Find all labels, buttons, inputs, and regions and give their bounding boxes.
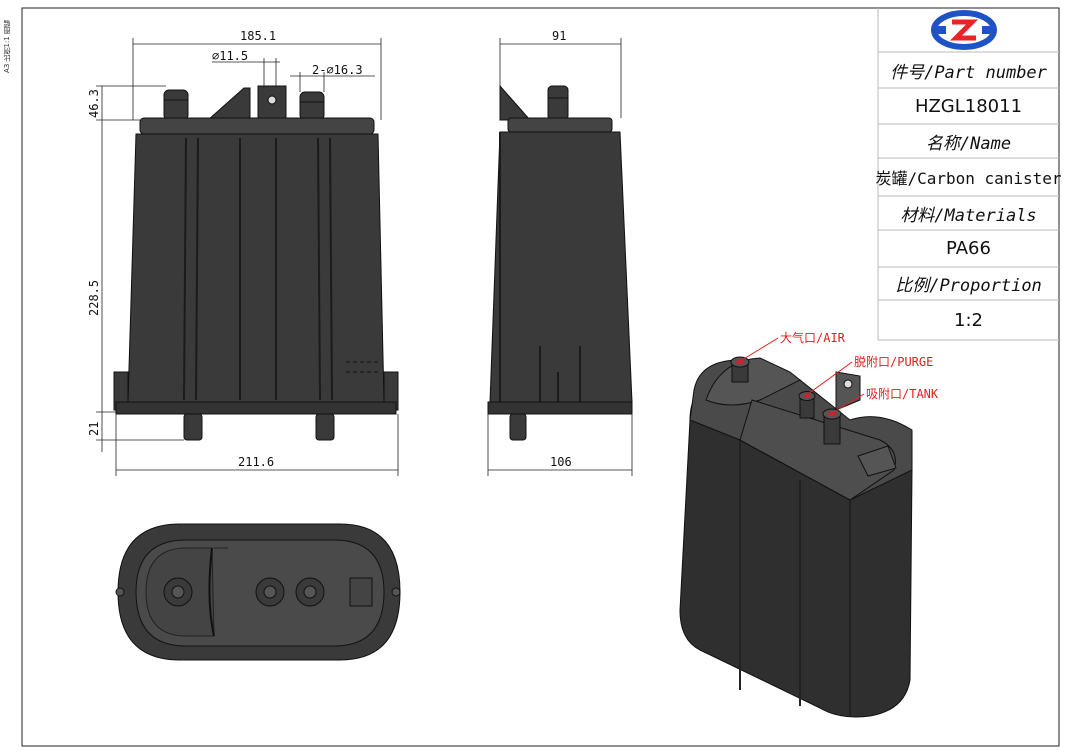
proportion-value: 1:2	[954, 309, 983, 331]
port-tank	[822, 408, 842, 445]
side-view	[487, 84, 633, 441]
callout-leaders	[741, 337, 865, 413]
dim-top-height: 46.3	[87, 89, 101, 118]
name-label: 名称/Name	[925, 133, 1012, 154]
callout-tank: 吸附口/TANK	[866, 387, 939, 401]
dim-leg-height: 21	[87, 422, 101, 436]
dim-side-width-bottom: 106	[550, 455, 572, 469]
front-dimension-lines	[96, 38, 399, 476]
sheet-side-label: A3 比例1:1 图幅	[3, 20, 11, 73]
side-dimension-lines	[487, 38, 633, 476]
isometric-view	[679, 337, 913, 718]
proportion-label: 比例/Proportion	[895, 276, 1042, 296]
callout-air: 大气口/AIR	[780, 331, 845, 345]
title-block-grid	[877, 8, 1059, 341]
port-air	[730, 356, 750, 383]
name-value: 炭罐/Carbon canister	[875, 169, 1062, 188]
top-view	[115, 523, 401, 661]
callout-purge: 脱附口/PURGE	[854, 355, 934, 369]
dim-front-width-top: 185.1	[240, 29, 276, 43]
dim-inlet-dia: ∅11.5	[212, 49, 248, 63]
dim-body-height: 228.5	[87, 280, 101, 316]
front-view	[113, 85, 399, 441]
dim-outlet-dia: 2-∅16.3	[312, 63, 363, 77]
port-purge	[798, 391, 816, 419]
dim-side-width-top: 91	[552, 29, 566, 43]
materials-label: 材料/Materials	[900, 205, 1037, 226]
materials-value: PA66	[946, 238, 991, 259]
sheet-border	[21, 7, 1060, 747]
company-logo	[931, 10, 997, 50]
part-number-value: HZGL18011	[914, 95, 1023, 117]
part-number-label: 件号/Part number	[890, 62, 1047, 83]
dim-front-width-bottom: 211.6	[238, 455, 274, 469]
